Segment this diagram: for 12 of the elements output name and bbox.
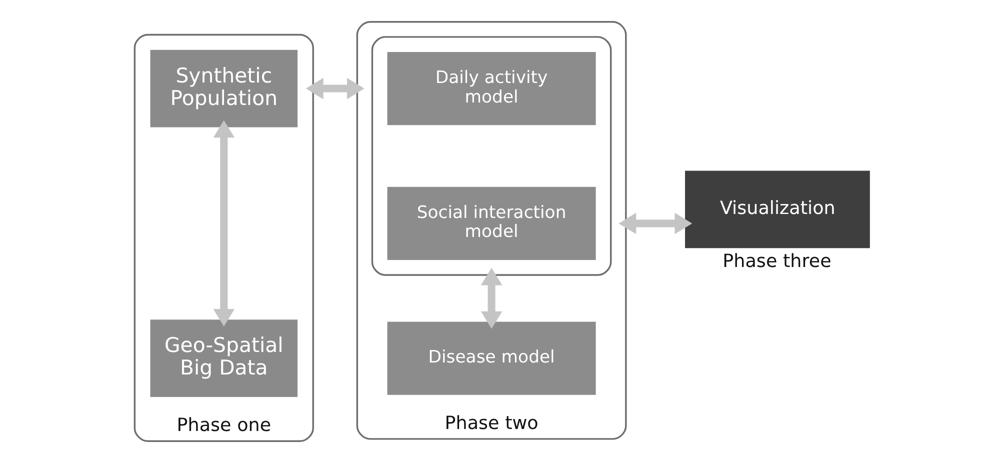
- arrow: [306, 77, 364, 99]
- node-box: Daily activity model: [387, 52, 596, 125]
- cluster: [371, 36, 612, 276]
- node-box: Visualization: [685, 170, 870, 248]
- arrow: [480, 267, 502, 328]
- node-label: Phase three: [722, 250, 832, 272]
- arrow: [618, 212, 692, 234]
- node-box: Geo-Spatial Big Data: [150, 319, 298, 397]
- node-box: Disease model: [387, 321, 596, 394]
- arrow: [213, 120, 235, 326]
- node-box: Synthetic Population: [150, 49, 298, 127]
- node-box: Social interaction model: [387, 186, 596, 260]
